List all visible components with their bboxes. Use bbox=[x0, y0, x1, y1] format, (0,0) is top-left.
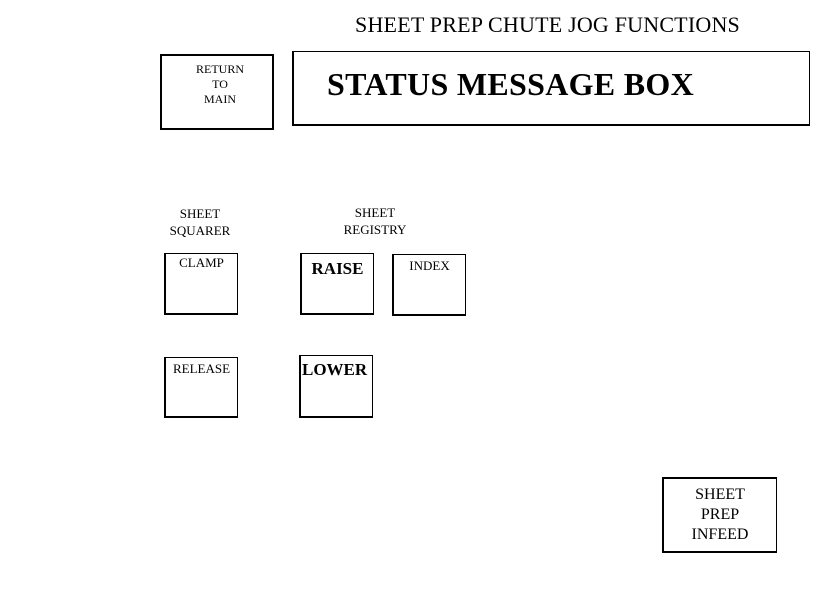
release-button[interactable]: RELEASE bbox=[164, 357, 238, 418]
page-title: SHEET PREP CHUTE JOG FUNCTIONS bbox=[355, 12, 740, 37]
index-button[interactable]: INDEX bbox=[392, 254, 466, 316]
sheet-registry-group-label: SHEET REGISTRY bbox=[343, 205, 407, 237]
return-to-main-button[interactable]: RETURN TO MAIN bbox=[160, 54, 274, 130]
lower-button-label: LOWER bbox=[302, 360, 368, 379]
lower-button[interactable]: LOWER bbox=[299, 355, 373, 418]
release-button-label: RELEASE bbox=[172, 361, 231, 376]
clamp-button[interactable]: CLAMP bbox=[164, 253, 238, 315]
status-message-text: STATUS MESSAGE BOX bbox=[327, 66, 694, 102]
index-button-label: INDEX bbox=[409, 258, 450, 273]
sheet-squarer-group-label: SHEET SQUARER bbox=[169, 206, 231, 238]
raise-button[interactable]: RAISE bbox=[300, 253, 374, 315]
sheet-prep-infeed-button[interactable]: SHEET PREP INFEED bbox=[662, 477, 777, 553]
status-message-box: STATUS MESSAGE BOX bbox=[292, 51, 810, 126]
clamp-button-label: CLAMP bbox=[179, 255, 224, 270]
raise-button-label: RAISE bbox=[311, 259, 364, 278]
sheet-prep-infeed-label: SHEET PREP INFEED bbox=[691, 486, 749, 543]
return-to-main-label: RETURN TO MAIN bbox=[196, 62, 244, 106]
